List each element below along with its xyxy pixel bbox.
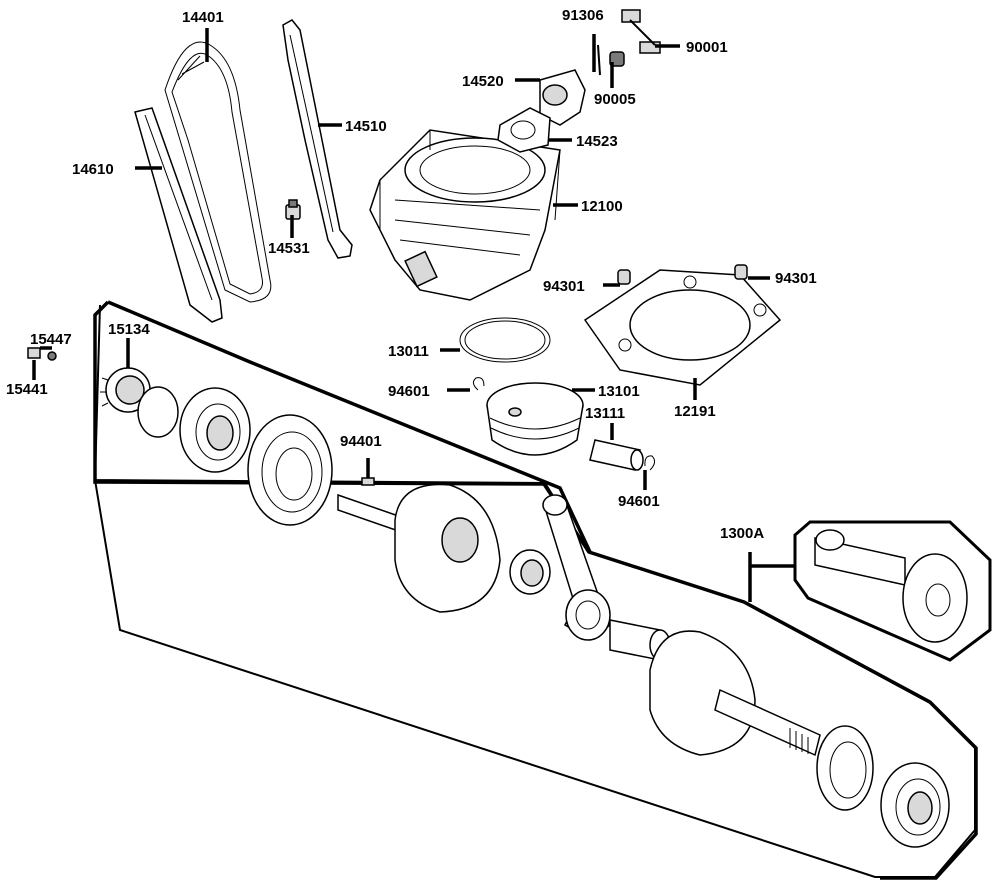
piston[interactable] bbox=[486, 382, 584, 456]
piston-ring-set[interactable] bbox=[459, 317, 551, 363]
woodruff-key[interactable] bbox=[361, 477, 375, 486]
label-12100: 12100 bbox=[581, 198, 623, 215]
crankshaft-group-box-top bbox=[107, 300, 592, 553]
label-91306: 91306 bbox=[562, 7, 604, 24]
label-15441: 15441 bbox=[6, 381, 48, 398]
label-14523: 14523 bbox=[576, 133, 618, 150]
piston-pin-clip-top[interactable] bbox=[472, 377, 485, 391]
label-94301-left: 94301 bbox=[543, 278, 585, 295]
label-1300A: 1300A bbox=[720, 525, 764, 542]
label-14401: 14401 bbox=[182, 9, 224, 26]
main-bearing-right[interactable] bbox=[880, 762, 950, 848]
label-94601-bottom: 94601 bbox=[618, 493, 660, 510]
crankshaft-left-half[interactable] bbox=[337, 483, 501, 613]
tensioner-gasket[interactable] bbox=[497, 107, 551, 153]
dowel-pin-left[interactable] bbox=[617, 269, 631, 285]
crankshaft-assembly-inset[interactable] bbox=[814, 529, 968, 643]
label-14531: 14531 bbox=[268, 240, 310, 257]
label-13111: 13111 bbox=[585, 405, 625, 422]
cam-chain-tensioner[interactable] bbox=[539, 69, 586, 126]
chain-tensioner-guide-inner bbox=[289, 34, 334, 233]
oil-seal[interactable] bbox=[247, 414, 333, 526]
label-90001: 90001 bbox=[686, 39, 728, 56]
label-94601-top: 94601 bbox=[388, 383, 430, 400]
label-90005: 90005 bbox=[594, 91, 636, 108]
inset-bracket bbox=[748, 552, 795, 602]
crank-gear-right[interactable] bbox=[816, 725, 874, 811]
crankshaft-group-box bbox=[93, 300, 978, 880]
label-12191: 12191 bbox=[674, 403, 716, 420]
chain-guide-front[interactable] bbox=[134, 107, 223, 323]
chain-guide-front-inner bbox=[144, 114, 213, 301]
label-14610: 14610 bbox=[72, 161, 114, 178]
leader-lines bbox=[32, 28, 770, 490]
cam-chain bbox=[164, 41, 272, 303]
label-15447: 15447 bbox=[30, 331, 72, 348]
small-end-bearing[interactable] bbox=[509, 549, 551, 595]
piston-pin-clip-bottom[interactable] bbox=[644, 455, 656, 471]
main-bearing-left[interactable] bbox=[179, 387, 251, 473]
dowel-pin-right[interactable] bbox=[734, 264, 748, 280]
label-14510: 14510 bbox=[345, 118, 387, 135]
connecting-rod[interactable] bbox=[542, 494, 611, 641]
label-94401: 94401 bbox=[340, 433, 382, 450]
label-13101: 13101 bbox=[598, 383, 640, 400]
label-13011: 13011 bbox=[388, 343, 429, 360]
label-14520: 14520 bbox=[462, 73, 504, 90]
label-15134: 15134 bbox=[108, 321, 150, 338]
piston-pin[interactable] bbox=[589, 439, 644, 471]
crankshaft-right-half[interactable] bbox=[649, 630, 821, 757]
small-bolt-left[interactable] bbox=[27, 347, 57, 361]
cylinder-base-gasket[interactable] bbox=[583, 269, 782, 386]
label-94301-right: 94301 bbox=[775, 270, 817, 287]
timing-gear[interactable] bbox=[137, 386, 179, 438]
tensioner-bolts[interactable] bbox=[597, 9, 661, 76]
cylinder[interactable] bbox=[369, 129, 561, 301]
crankshaft-inset-box bbox=[793, 520, 992, 662]
